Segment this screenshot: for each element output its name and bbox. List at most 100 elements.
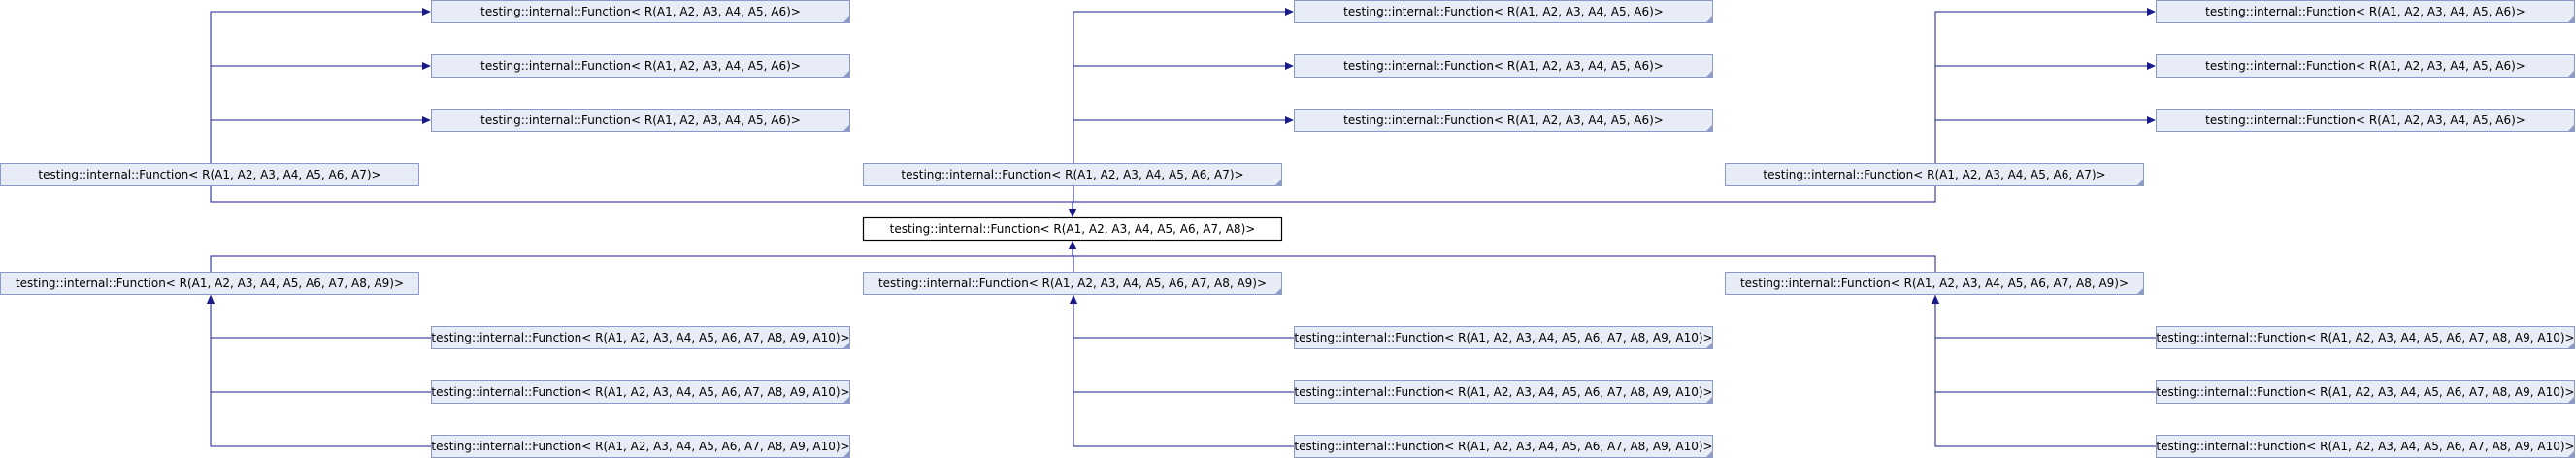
corner-marker [843, 125, 849, 131]
class-label: testing::internal::Function< R(A1, A2, A… [878, 277, 1267, 290]
class-box [1294, 0, 1713, 23]
class-node[interactable]: testing::internal::Function< R(A1, A2, A… [1294, 0, 1713, 23]
class-node[interactable]: testing::internal::Function< R(A1, A2, A… [1294, 435, 1713, 458]
corner-marker [2568, 125, 2574, 131]
class-node[interactable]: testing::internal::Function< R(A1, A2, A… [431, 109, 850, 132]
main-class-node[interactable]: testing::internal::Function< R(A1, A2, A… [862, 216, 1283, 242]
class-box [1294, 326, 1713, 349]
edge [210, 11, 422, 163]
class-node[interactable]: testing::internal::Function< R(A1, A2, A… [2156, 380, 2575, 404]
corner-marker [843, 343, 849, 348]
corner-marker [1706, 397, 1712, 403]
class-node[interactable]: testing::internal::Function< R(A1, A2, A… [1725, 272, 2144, 295]
corner-marker [1275, 180, 1281, 185]
class-node[interactable]: testing::internal::Function< R(A1, A2, A… [2156, 326, 2575, 349]
corner-marker [2137, 288, 2143, 294]
corner-marker [2568, 71, 2574, 77]
class-node[interactable]: testing::internal::Function< R(A1, A2, A… [863, 163, 1282, 186]
corner-marker [843, 397, 849, 403]
class-label: testing::internal::Function< R(A1, A2, A… [2205, 59, 2526, 73]
edge [1934, 304, 2156, 339]
class-node[interactable]: testing::internal::Function< R(A1, A2, A… [0, 272, 419, 295]
edge [1934, 304, 2156, 447]
edge [210, 119, 422, 163]
class-node[interactable]: testing::internal::Function< R(A1, A2, A… [2156, 54, 2575, 78]
corner-marker [2568, 16, 2574, 22]
arrowhead [422, 62, 431, 70]
class-box [863, 272, 1282, 295]
class-box [2156, 0, 2575, 23]
corner-marker [843, 16, 849, 22]
arrowhead [2147, 116, 2156, 124]
class-label: testing::internal::Function< R(A1, A2, A… [1294, 440, 1712, 453]
edge [210, 304, 431, 393]
class-node[interactable]: testing::internal::Function< R(A1, A2, A… [431, 0, 850, 23]
class-node[interactable]: testing::internal::Function< R(A1, A2, A… [863, 272, 1282, 295]
class-node[interactable]: testing::internal::Function< R(A1, A2, A… [431, 435, 850, 458]
class-box [2156, 109, 2575, 132]
arrowhead [2147, 62, 2156, 70]
class-label: testing::internal::Function< R(A1, A2, A… [890, 222, 1256, 236]
class-label: testing::internal::Function< R(A1, A2, A… [1294, 385, 1712, 399]
class-node[interactable]: testing::internal::Function< R(A1, A2, A… [1725, 163, 2144, 186]
corner-marker [2568, 451, 2574, 457]
edge [1073, 304, 1294, 339]
class-box [431, 0, 850, 23]
class-label: testing::internal::Function< R(A1, A2, A… [480, 59, 801, 73]
class-node[interactable]: testing::internal::Function< R(A1, A2, A… [1294, 109, 1713, 132]
class-node[interactable]: testing::internal::Function< R(A1, A2, A… [431, 54, 850, 78]
edge [1072, 249, 1936, 272]
class-node[interactable]: testing::internal::Function< R(A1, A2, A… [1294, 380, 1713, 404]
class-label: testing::internal::Function< R(A1, A2, A… [1343, 59, 1664, 73]
class-label: testing::internal::Function< R(A1, A2, A… [38, 168, 380, 181]
class-node[interactable]: testing::internal::Function< R(A1, A2, A… [0, 163, 419, 186]
class-node[interactable]: testing::internal::Function< R(A1, A2, A… [2156, 0, 2575, 23]
class-label: testing::internal::Function< R(A1, A2, A… [480, 114, 801, 127]
class-box [1294, 54, 1713, 78]
corner-marker [843, 451, 849, 457]
class-label: testing::internal::Function< R(A1, A2, A… [431, 440, 849, 453]
class-box [2156, 54, 2575, 78]
edge [1934, 65, 2147, 163]
corner-marker [1275, 288, 1281, 294]
class-label: testing::internal::Function< R(A1, A2, A… [1343, 114, 1664, 127]
class-box [2156, 380, 2575, 404]
edge [1073, 11, 1285, 163]
class-label: testing::internal::Function< R(A1, A2, A… [1740, 277, 2129, 290]
class-label: testing::internal::Function< R(A1, A2, A… [901, 168, 1243, 181]
class-label: testing::internal::Function< R(A1, A2, A… [2156, 331, 2574, 344]
corner-marker [2137, 180, 2143, 185]
class-label: testing::internal::Function< R(A1, A2, A… [2205, 5, 2526, 18]
class-node[interactable]: testing::internal::Function< R(A1, A2, A… [1294, 326, 1713, 349]
class-node[interactable]: testing::internal::Function< R(A1, A2, A… [431, 380, 850, 404]
class-label: testing::internal::Function< R(A1, A2, A… [1763, 168, 2105, 181]
main-class-box [862, 216, 1283, 242]
arrowhead [207, 295, 215, 304]
corner-marker [2568, 343, 2574, 348]
corner-marker [2568, 397, 2574, 403]
arrowhead [2147, 8, 2156, 16]
class-box [1725, 272, 2144, 295]
class-node[interactable]: testing::internal::Function< R(A1, A2, A… [2156, 109, 2575, 132]
class-box [1294, 109, 1713, 132]
class-node[interactable]: testing::internal::Function< R(A1, A2, A… [2156, 435, 2575, 458]
class-box [1725, 163, 2144, 186]
class-node[interactable]: testing::internal::Function< R(A1, A2, A… [1294, 54, 1713, 78]
arrowhead [1285, 116, 1294, 124]
edge [210, 304, 431, 339]
class-box [431, 380, 850, 404]
class-box [431, 326, 850, 349]
corner-marker [843, 71, 849, 77]
class-box [2156, 326, 2575, 349]
class-node[interactable]: testing::internal::Function< R(A1, A2, A… [431, 326, 850, 349]
class-box [0, 272, 419, 295]
class-box [863, 163, 1282, 186]
corner-marker [1706, 125, 1712, 131]
class-label: testing::internal::Function< R(A1, A2, A… [431, 331, 849, 344]
arrowhead [1070, 295, 1077, 304]
edges-layer [207, 8, 2156, 447]
corner-marker [1706, 16, 1712, 22]
edge [1934, 11, 2147, 163]
